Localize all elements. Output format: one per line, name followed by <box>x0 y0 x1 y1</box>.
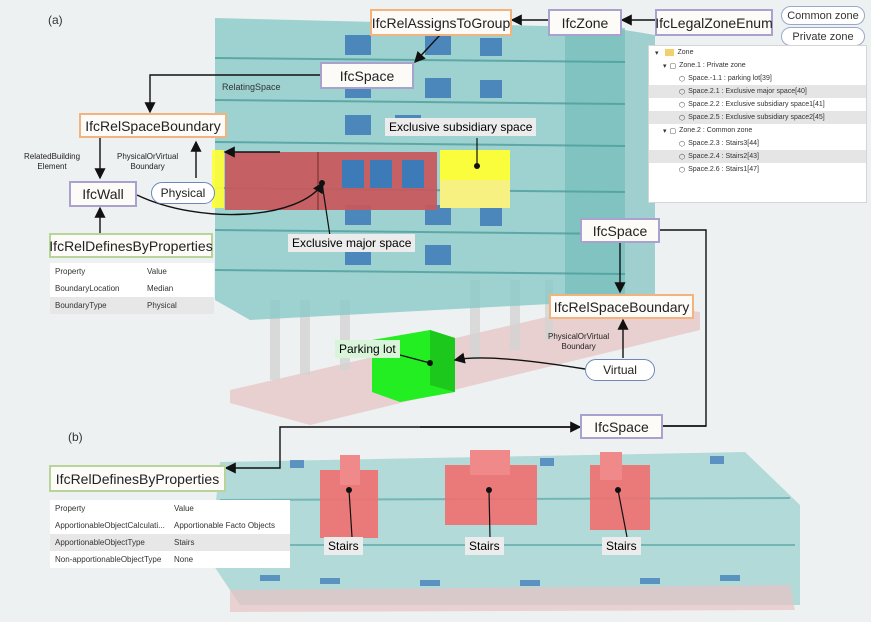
table-header-property: Property <box>55 267 86 276</box>
table-cell: ApportionableObjectType <box>55 538 145 547</box>
zone-icon: ▢ <box>669 127 677 135</box>
space-cube-icon: ⬡ <box>679 114 686 122</box>
table-row: ApportionableObjectType Stairs <box>50 534 290 551</box>
ifc-space-node-b[interactable]: IfcSpace <box>580 414 663 439</box>
common-zone-option[interactable]: Common zone <box>781 6 865 25</box>
red-zone-windows <box>342 160 424 188</box>
space-cube-icon: ⬡ <box>679 75 686 83</box>
ifc-rel-space-boundary-node-left[interactable]: IfcRelSpaceBoundary <box>79 113 227 138</box>
table-row: BoundaryType Physical <box>50 297 214 314</box>
ifc-rel-space-boundary-node-right[interactable]: IfcRelSpaceBoundary <box>549 294 694 319</box>
table-row: Non-apportionableObjectType None <box>50 551 290 568</box>
space-cube-icon: ⬡ <box>679 153 686 161</box>
expand-arrow-icon[interactable]: ▾ <box>663 62 667 70</box>
stairs-label-2: Stairs <box>465 537 504 555</box>
stairs-block-2 <box>445 450 537 525</box>
private-zone-option[interactable]: Private zone <box>781 27 865 46</box>
tree-node-space[interactable]: ⬡Space.2.2 : Exclusive subsidiary space1… <box>679 101 825 109</box>
table-cell: ApportionableObjectCalculati... <box>55 521 165 530</box>
ifc-rel-defines-by-properties-node-a[interactable]: IfcRelDefinesByProperties <box>49 233 213 258</box>
tree-node-zone2[interactable]: ▾ ▢ Zone.2 : Common zone <box>663 127 753 135</box>
table-cell: Physical <box>147 301 177 310</box>
space-cube-icon: ⬡ <box>679 101 686 109</box>
table-cell: Apportionable Facto Objects <box>174 521 275 530</box>
ifc-space-node-right[interactable]: IfcSpace <box>580 218 660 243</box>
exclusive-major-space-label: Exclusive major space <box>288 234 416 252</box>
ifc-legal-zone-enum-node[interactable]: IfcLegalZoneEnum <box>655 9 773 36</box>
tree-node-space[interactable]: ⬡Space.-1.1 : parking lot[39] <box>679 75 772 83</box>
space-cube-icon: ⬡ <box>679 166 686 174</box>
expand-arrow-icon[interactable]: ▾ <box>655 49 659 57</box>
table-cell: BoundaryType <box>55 301 107 310</box>
exclusive-subsidiary-space-label: Exclusive subsidiary space <box>385 118 537 136</box>
virtual-option[interactable]: Virtual <box>585 359 655 381</box>
physical-option[interactable]: Physical <box>151 182 215 204</box>
ifc-zone-node[interactable]: IfcZone <box>548 9 622 36</box>
table-cell: Non-apportionableObjectType <box>55 555 162 564</box>
table-row: ApportionableObjectCalculati... Apportio… <box>50 517 290 534</box>
tree-node-zone1[interactable]: ▾ ▢ Zone.1 : Private zone <box>663 62 746 70</box>
tree-node-space[interactable]: ⬡Space.2.1 : Exclusive major space[40] <box>649 85 866 98</box>
folder-icon <box>664 49 674 56</box>
stairs-label-1: Stairs <box>324 537 363 555</box>
ifc-wall-node[interactable]: IfcWall <box>69 181 137 207</box>
panel-label-a: (a) <box>48 13 63 27</box>
zone-icon: ▢ <box>669 62 677 70</box>
property-table-b: Property Value ApportionableObjectCalcul… <box>50 500 290 568</box>
parking-lot-label: Parking lot <box>335 340 400 358</box>
panel-label-b: (b) <box>68 430 83 444</box>
connector-lines <box>94 14 707 474</box>
table-header-value: Value <box>174 504 194 513</box>
table-cell: None <box>174 555 194 564</box>
property-table-a: Property Value BoundaryLocation Median B… <box>50 263 214 314</box>
ifc-rel-assigns-to-group-node[interactable]: IfcRelAssignsToGroup <box>370 9 512 36</box>
tree-node-space[interactable]: ⬡Space.2.3 : Stairs3[44] <box>679 140 759 148</box>
tree-node-root[interactable]: ▾ Zone <box>655 49 694 57</box>
ifc-rel-defines-by-properties-node-b[interactable]: IfcRelDefinesByProperties <box>49 465 226 492</box>
table-cell: Stairs <box>174 538 195 547</box>
table-header-row: Property Value <box>50 263 214 280</box>
physical-or-virtual-label-right: PhysicalOrVirtual Boundary <box>548 332 610 351</box>
table-header-property: Property <box>55 504 86 513</box>
exclusive-major-space-block <box>225 152 437 210</box>
table-cell: Median <box>147 284 174 293</box>
table-header-value: Value <box>147 267 167 276</box>
space-cube-icon: ⬡ <box>679 88 686 96</box>
stairs-block-1 <box>320 455 378 538</box>
zone-tree-panel: ▾ Zone ▾ ▢ Zone.1 : Private zone ⬡Space.… <box>648 45 867 203</box>
stairs-label-3: Stairs <box>602 537 641 555</box>
related-building-element-label: RelatedBuilding Element <box>24 152 81 171</box>
tree-node-space[interactable]: ⬡Space.2.4 : Stairs2[43] <box>649 150 866 163</box>
physical-or-virtual-label-left: PhysicalOrVirtual Boundary <box>117 152 179 171</box>
tree-node-space[interactable]: ⬡Space.2.5 : Exclusive subsidiary space2… <box>649 111 866 124</box>
table-header-row: Property Value <box>50 500 290 517</box>
table-cell: BoundaryLocation <box>55 284 120 293</box>
relating-space-label: RelatingSpace <box>222 82 281 92</box>
tree-node-space[interactable]: ⬡Space.2.6 : Stairs1[47] <box>679 166 759 174</box>
expand-arrow-icon[interactable]: ▾ <box>663 127 667 135</box>
ifc-space-node-top[interactable]: IfcSpace <box>320 62 414 89</box>
table-row: BoundaryLocation Median <box>50 280 214 297</box>
space-cube-icon: ⬡ <box>679 140 686 148</box>
